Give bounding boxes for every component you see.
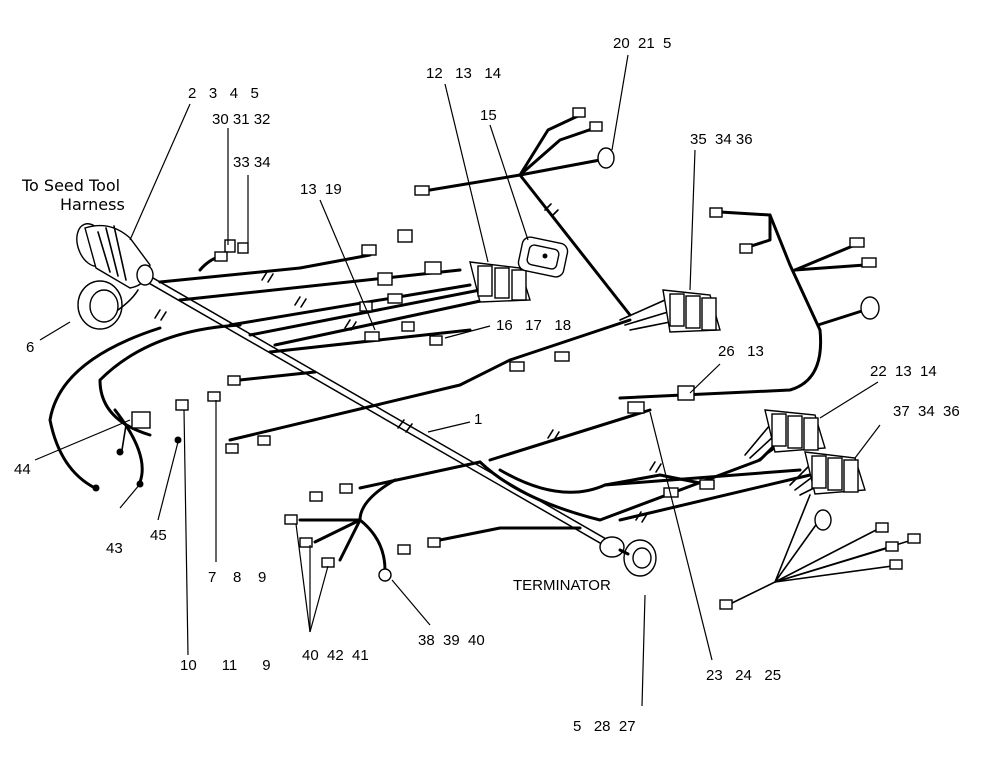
long-middle-wire: [175, 318, 632, 454]
small-connectors-upper: [214, 107, 615, 346]
callout-20-21-5: 20 21 5: [613, 35, 671, 52]
connector-37: [789, 451, 866, 496]
callout-16-17-18: 16 17 18: [496, 317, 571, 334]
terminator-label: TERMINATOR: [513, 577, 611, 594]
callout-2-3-4-5: 2 3 4 5: [188, 85, 259, 102]
callout-38-39-40: 38 39 40: [418, 632, 485, 649]
callout-6: 6: [26, 339, 34, 356]
seed-tool-label-line2: Harness: [60, 195, 125, 214]
left-loop-harness: [48, 309, 242, 492]
callout-43: 43: [106, 540, 123, 557]
lower-left-branch: [284, 460, 582, 582]
callout-5-28-27: 5 28 27: [573, 718, 636, 735]
callout-labels: 2 3 4 5 30 31 32 33 34 12 13 14 20 21 5 …: [14, 35, 960, 735]
terminator-connector: [599, 536, 657, 577]
callout-35-34-36: 35 34 36: [690, 131, 753, 148]
callout-26-13: 26 13: [718, 343, 764, 360]
callout-30-31-32: 30 31 32: [212, 111, 270, 128]
callout-12-13-14: 12 13 14: [426, 65, 501, 82]
main-trunk-cable: [146, 276, 614, 549]
upper-branch-wires: [158, 253, 487, 354]
callout-40-42-41: 40 42 41: [302, 647, 369, 664]
callout-15: 15: [480, 107, 497, 124]
leader-lines: [34, 54, 881, 707]
dust-cap: [77, 280, 139, 330]
callout-45: 45: [150, 527, 167, 544]
callout-23-24-25: 23 24 25: [706, 667, 781, 684]
seed-tool-connector: [76, 223, 154, 289]
gasket-15: [517, 236, 569, 278]
fan-out-37: [719, 494, 921, 610]
callout-7-8-9: 7 8 9: [208, 569, 266, 586]
callout-10-11-9: 10 11 9: [180, 657, 271, 674]
callout-1: 1: [474, 411, 482, 428]
callout-33-34: 33 34: [233, 154, 271, 171]
seed-tool-label-line1: To Seed Tool: [21, 176, 120, 195]
connector-12: [469, 261, 531, 303]
right-upper-harness: [618, 207, 880, 400]
connector-35: [619, 289, 721, 333]
callout-37-34-36: 37 34 36: [893, 403, 960, 420]
connector-22: [744, 409, 826, 463]
callout-44: 44: [14, 461, 31, 478]
lower-right-harness: [478, 385, 812, 523]
callout-13-19: 13 19: [300, 181, 342, 198]
upper-fork-wires: [428, 113, 632, 317]
callout-22-13-14: 22 13 14: [870, 363, 937, 380]
